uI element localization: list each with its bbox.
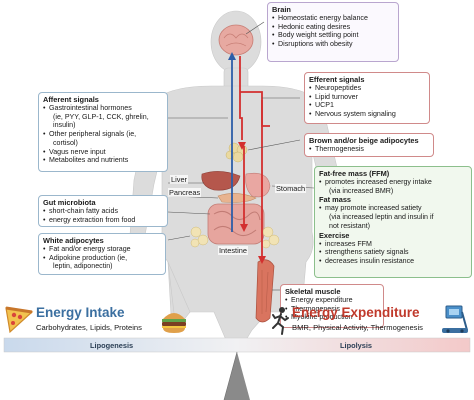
efferent-item: Nervous system signaling bbox=[309, 110, 425, 119]
stomach-organ bbox=[245, 172, 271, 198]
fat-mass-item-cont: (via increased leptin and insulin if bbox=[329, 213, 434, 222]
exercise-item: increases FFM bbox=[319, 240, 467, 249]
intestine-organ bbox=[207, 203, 265, 245]
brain-item: Hedonic eating desires bbox=[272, 23, 394, 32]
brain-item: Body weight settling point bbox=[272, 31, 394, 40]
white-item: Adipokine production (ie, bbox=[43, 254, 161, 263]
gut-item: energy extraction from food bbox=[43, 216, 163, 225]
burger-icon bbox=[162, 313, 186, 333]
white-item-cont: leptin, adiponectin) bbox=[53, 262, 113, 271]
afferent-item-cont: (ie, PYY, GLP-1, CCK, ghrelin, bbox=[53, 112, 149, 121]
fat-mass-item-cont: not resistant) bbox=[329, 221, 371, 230]
afferent-item-cont: cortisol) bbox=[53, 138, 78, 147]
efferent-signal-line bbox=[239, 56, 243, 140]
lipolysis-label: Lipolysis bbox=[340, 341, 373, 350]
fat-mass-title: Fat mass bbox=[319, 195, 352, 205]
skeletal-item: Energy expenditure bbox=[285, 296, 379, 305]
exercise-item: strengthens satiety signals bbox=[319, 248, 467, 257]
afferent-item-cont: insulin) bbox=[53, 121, 76, 130]
brain-organ bbox=[218, 24, 254, 56]
white-item: Fat and/or energy storage bbox=[43, 245, 161, 254]
lipogenesis-label: Lipogenesis bbox=[90, 341, 134, 350]
pancreas-label: Pancreas bbox=[168, 188, 202, 197]
afferent-title: Afferent signals bbox=[43, 95, 99, 104]
stomach-label: Stomach bbox=[275, 184, 307, 193]
energy-intake-title: Energy Intake bbox=[36, 305, 125, 320]
liver-label: Liver bbox=[170, 175, 189, 184]
efferent-item: UCP1 bbox=[309, 101, 425, 110]
brown-title: Brown and/or beige adipocytes bbox=[309, 136, 419, 145]
brown-item: Thermogenesis bbox=[309, 145, 429, 154]
efferent-title: Efferent signals bbox=[309, 75, 365, 84]
efferent-item: Neuropeptides bbox=[309, 84, 425, 93]
gut-title: Gut microbiota bbox=[43, 198, 96, 207]
balance-bar bbox=[3, 337, 471, 353]
exercise-item: decreases insulin resistance bbox=[319, 257, 467, 266]
white-adipocytes-box: White adipocytes Fat and/or energy stora… bbox=[38, 233, 166, 275]
energy-intake-subtitle: Carbohydrates, Lipids, Proteins bbox=[36, 323, 142, 332]
ffm-item-cont: (via increased BMR) bbox=[329, 186, 394, 195]
brown-adipocytes-box: Brown and/or beige adipocytes Thermogene… bbox=[304, 133, 434, 157]
balance-fulcrum bbox=[224, 352, 250, 400]
balance-fulcrum-shadow bbox=[223, 351, 238, 400]
afferent-item: Other peripheral signals (ie, bbox=[43, 130, 163, 139]
ffm-title: Fat-free mass (FFM) bbox=[319, 169, 390, 178]
connector-lines bbox=[167, 21, 315, 291]
ffm-item: promotes increased energy intake bbox=[319, 178, 467, 187]
gut-microbiota-box: Gut microbiota short-chain fatty acids e… bbox=[38, 195, 168, 227]
skeletal-item: Myokine production bbox=[285, 313, 379, 322]
afferent-item: Metabolites and nutrients bbox=[43, 156, 163, 165]
brain-box: Brain Homeostatic energy balance Hedonic… bbox=[267, 2, 399, 62]
white-adipocytes-organ bbox=[190, 226, 280, 249]
skeletal-muscle-box: Skeletal muscle Energy expenditure Therm… bbox=[280, 284, 384, 328]
brain-item: Disruptions with obesity bbox=[272, 40, 394, 49]
intestine-label: Intestine bbox=[218, 246, 248, 255]
exercise-title: Exercise bbox=[319, 230, 350, 240]
pizza-icon bbox=[5, 306, 34, 334]
efferent-signals-box: Efferent signals Neuropeptides Lipid tur… bbox=[304, 72, 430, 124]
pancreas-organ bbox=[217, 193, 257, 203]
signal-lines bbox=[231, 56, 270, 258]
brain-title: Brain bbox=[272, 5, 291, 14]
efferent-item: Lipid turnover bbox=[309, 93, 425, 102]
brain-item: Homeostatic energy balance bbox=[272, 14, 394, 23]
afferent-item: Vagus nerve input bbox=[43, 148, 163, 157]
skeletal-item: Thermogenesis bbox=[285, 305, 379, 314]
runner-icon bbox=[272, 307, 289, 335]
energy-expenditure-title: Energy Expenditure bbox=[292, 305, 420, 320]
energy-expenditure-subtitle: BMR, Physical Activity, Thermogenesis bbox=[292, 323, 423, 332]
arrowheads bbox=[228, 52, 266, 264]
afferent-item: Gastrointestinal hormones bbox=[43, 104, 163, 113]
fat-mass-item: may promote increased satiety bbox=[319, 204, 467, 213]
white-title: White adipocytes bbox=[43, 236, 104, 245]
ffm-box: Fat-free mass (FFM) promotes increased e… bbox=[314, 166, 472, 278]
gut-item: short-chain fatty acids bbox=[43, 207, 163, 216]
skeletal-muscle-organ bbox=[255, 259, 275, 323]
treadmill-icon bbox=[442, 305, 468, 333]
afferent-signals-box: Afferent signals Gastrointestinal hormon… bbox=[38, 92, 168, 172]
skeletal-title: Skeletal muscle bbox=[285, 287, 341, 296]
